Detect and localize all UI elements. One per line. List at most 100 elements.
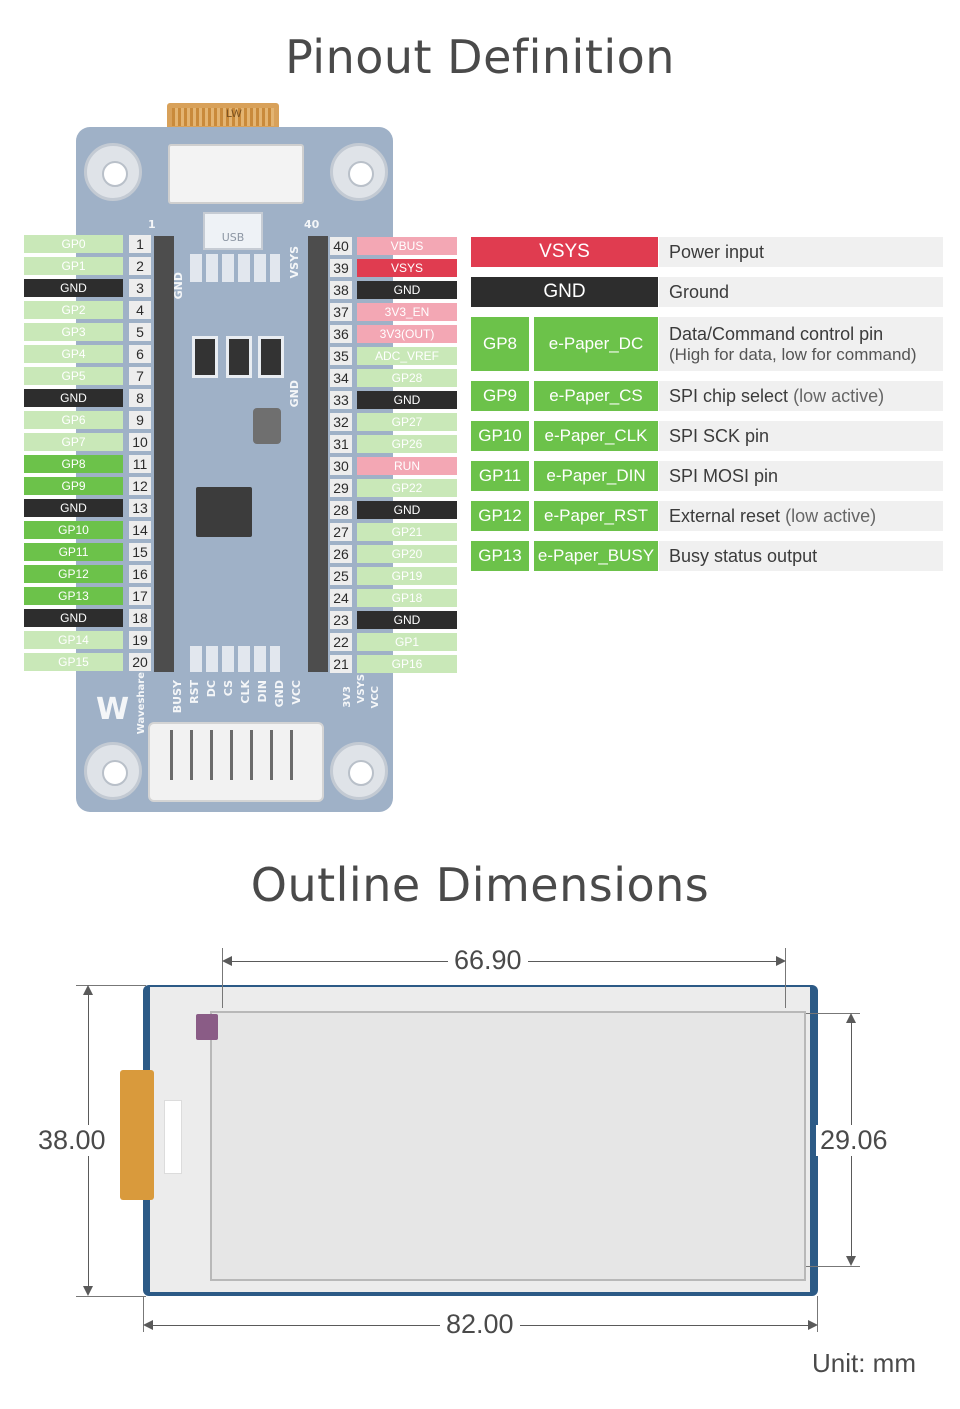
description-main: External reset	[669, 505, 781, 526]
connector-pin-silk: DIN	[256, 680, 269, 703]
unit-label: Unit: mm	[812, 1348, 916, 1378]
driver-ic	[196, 487, 252, 537]
pin-number: 15	[129, 543, 151, 561]
pin-label: GND	[24, 609, 123, 627]
silk-pin40: 40	[304, 218, 320, 231]
mount-hole-bottom-right	[330, 742, 388, 800]
pin-label: ADC_VREF	[357, 347, 457, 365]
pin-number: 29	[330, 479, 352, 497]
extension-line	[76, 985, 146, 986]
mount-hole-bottom-left	[84, 742, 142, 800]
function-cell: e-Paper_BUSY	[534, 541, 658, 571]
pin-label: 3V3(OUT)	[357, 325, 457, 343]
description-text: SPI chip select (low active)	[669, 386, 943, 407]
pin-number: 4	[129, 301, 151, 319]
silk-pin1: 1	[148, 218, 156, 231]
arrow-down-icon	[83, 1286, 93, 1296]
pin-label: GP5	[24, 367, 123, 385]
pin-number: 20	[129, 653, 151, 671]
pin-number: 6	[129, 345, 151, 363]
function-cell: e-Paper_CLK	[534, 421, 658, 451]
connector-pin-silk: GND	[273, 680, 286, 708]
switch-silk: VCC	[370, 686, 381, 709]
pin-cell: GP13	[471, 541, 529, 571]
pin-number: 38	[330, 281, 352, 299]
left-header	[154, 236, 174, 672]
function-cell: e-Paper_DC	[534, 317, 658, 371]
description-main: Data/Command control pin	[669, 323, 884, 344]
fpc-traces	[172, 108, 274, 126]
description-text: Data/Command control pin	[669, 324, 943, 345]
pin-label: 3V3_EN	[357, 303, 457, 321]
pin-number: 36	[330, 325, 352, 343]
panel-fpc-tail	[120, 1070, 154, 1200]
pin-label: GP3	[24, 323, 123, 341]
arrow-right-icon	[808, 1320, 818, 1330]
pin-number: 28	[330, 501, 352, 519]
pin-number: 10	[129, 433, 151, 451]
mount-hole-top-left	[84, 143, 142, 201]
active-area	[210, 1011, 806, 1281]
pin-label: GP16	[357, 655, 457, 673]
pinout-title: Pinout Definition	[285, 30, 675, 84]
extension-line	[222, 948, 223, 1008]
pin-label: GND	[357, 501, 457, 519]
pin-number: 40	[330, 237, 352, 255]
pad-row-bottom	[190, 646, 280, 672]
description-cell: SPI MOSI pin	[659, 461, 943, 491]
description-cell: Busy status output	[659, 541, 943, 571]
arrow-left-icon	[222, 956, 232, 966]
pin-label: GND	[24, 499, 123, 517]
pin-number: 13	[129, 499, 151, 517]
pin-label: GND	[24, 279, 123, 297]
connector-pin-silk: RST	[188, 680, 201, 704]
right-header	[308, 236, 328, 672]
pin-number: 35	[330, 347, 352, 365]
inductor	[253, 408, 281, 444]
dim-label-active-width: 66.90	[448, 945, 528, 976]
description-text: Power input	[669, 242, 943, 263]
dim-label-outer-width: 82.00	[440, 1309, 520, 1340]
mosfet-1	[192, 336, 218, 378]
pin-number: 21	[330, 655, 352, 673]
pin-number: 22	[330, 633, 352, 651]
pin-label: VBUS	[357, 237, 457, 255]
pin-number: 24	[330, 589, 352, 607]
pin-label: GP27	[357, 413, 457, 431]
pin-number: 32	[330, 413, 352, 431]
fpc-connector	[168, 144, 304, 204]
connector-pin-silk: VCC	[290, 680, 303, 705]
outline-title: Outline Dimensions	[250, 858, 710, 912]
description-cell: External reset (low active)	[659, 501, 943, 531]
pin-cell: GP11	[471, 461, 529, 491]
pin-number: 26	[330, 545, 352, 563]
pin-label: GP10	[24, 521, 123, 539]
description-cell: Data/Command control pin(High for data, …	[659, 317, 943, 371]
panel-tape	[164, 1100, 182, 1174]
description-cell: SPI SCK pin	[659, 421, 943, 451]
pin-label: GP14	[24, 631, 123, 649]
pin-label: GP22	[357, 479, 457, 497]
extension-line	[806, 1013, 860, 1014]
description-note: (low active)	[793, 385, 885, 406]
dim-label-active-height: 29.06	[816, 1125, 892, 1156]
pin-label: VSYS	[357, 259, 457, 277]
description-cell: SPI chip select (low active)	[659, 381, 943, 411]
pin-number: 7	[129, 367, 151, 385]
description-text: SPI MOSI pin	[669, 466, 943, 487]
function-cell: e-Paper_DIN	[534, 461, 658, 491]
pin-label: GND	[357, 281, 457, 299]
pin-number: 3	[129, 279, 151, 297]
pin-number: 18	[129, 609, 151, 627]
waveshare-logo-icon: W	[96, 692, 130, 727]
pin-label: GP28	[357, 369, 457, 387]
description-note: (low active)	[785, 505, 877, 526]
pin-label: GP15	[24, 653, 123, 671]
pin-number: 23	[330, 611, 352, 629]
description-main: Power input	[669, 241, 765, 262]
pin-number: 17	[129, 587, 151, 605]
arrow-up-icon	[846, 1013, 856, 1023]
pin-label: GND	[24, 389, 123, 407]
pin-label: GP2	[24, 301, 123, 319]
